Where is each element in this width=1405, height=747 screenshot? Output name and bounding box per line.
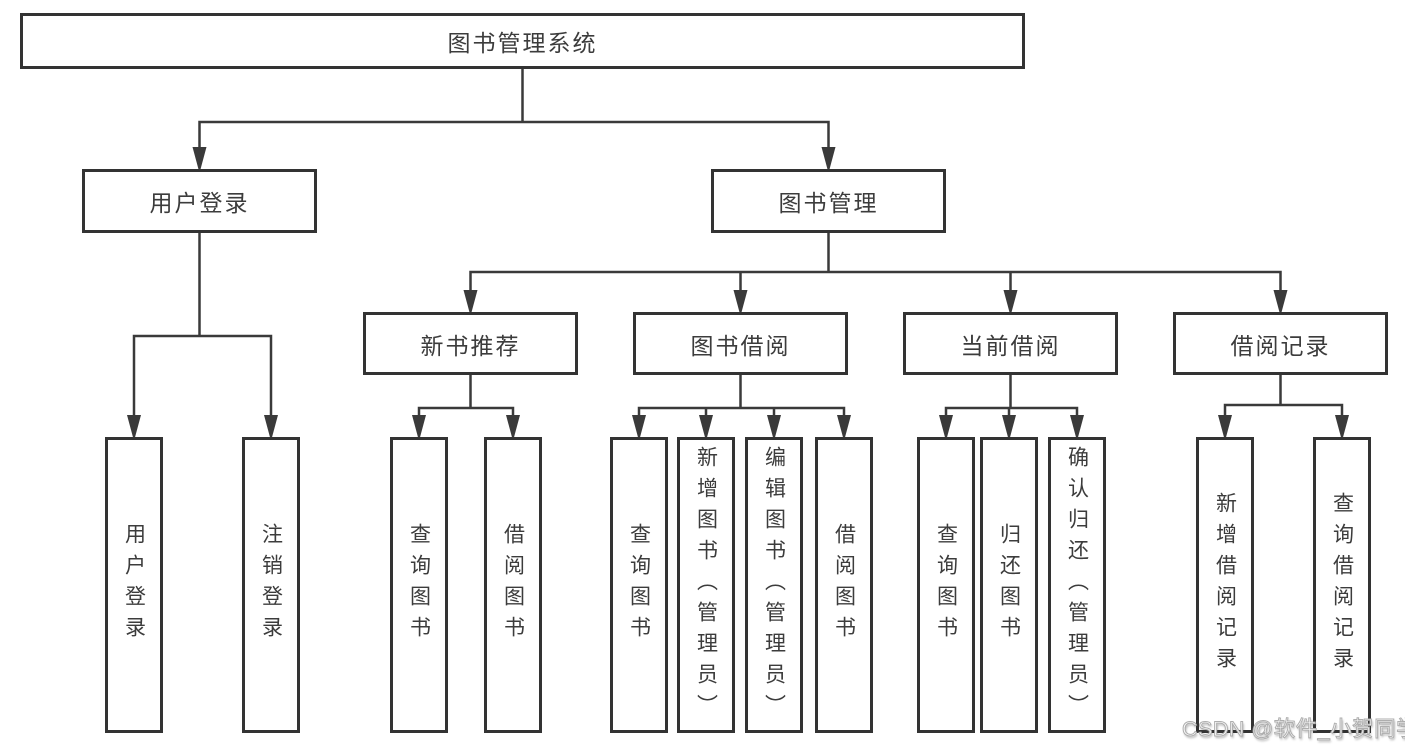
leaf-add-book-admin: 新增图书（管理员） — [677, 437, 735, 733]
leaf-query-books-borrow: 查询图书 — [610, 437, 668, 733]
leaf-confirm-return-admin-label: 确认归还（管理员） — [1065, 445, 1089, 725]
node-borrow-records-label: 借阅记录 — [1230, 332, 1331, 359]
node-library-system-label: 图书管理系统 — [447, 30, 598, 56]
node-book-borrow-label: 图书借阅 — [690, 332, 791, 359]
leaf-borrow-books-recommend-label: 借阅图书 — [501, 523, 525, 647]
leaf-user-login-label: 用户登录 — [122, 523, 146, 647]
leaf-edit-book-admin-label: 编辑图书（管理员） — [762, 445, 786, 725]
leaf-return-book: 归还图书 — [980, 437, 1038, 733]
node-book-borrow: 图书借阅 — [633, 312, 848, 375]
leaf-logout: 注销登录 — [242, 437, 300, 733]
csdn-watermark: CSDN @软件_小贺同学 — [1181, 717, 1405, 742]
node-book-management-label: 图书管理 — [778, 190, 879, 216]
leaf-add-borrow-record: 新增借阅记录 — [1196, 437, 1254, 733]
leaf-borrow-books: 借阅图书 — [815, 437, 873, 733]
node-current-borrow-label: 当前借阅 — [960, 332, 1061, 359]
leaf-logout-label: 注销登录 — [259, 523, 283, 647]
node-new-book-recommend: 新书推荐 — [363, 312, 578, 375]
leaf-borrow-books-recommend: 借阅图书 — [484, 437, 542, 733]
leaf-query-books-borrow-label: 查询图书 — [627, 523, 651, 647]
leaf-query-borrow-record-label: 查询借阅记录 — [1330, 492, 1354, 678]
node-borrow-records: 借阅记录 — [1173, 312, 1388, 375]
leaf-return-book-label: 归还图书 — [997, 523, 1021, 647]
leaf-query-books-recommend: 查询图书 — [390, 437, 448, 733]
leaf-borrow-books-label: 借阅图书 — [832, 523, 856, 647]
node-user-login: 用户登录 — [82, 169, 317, 233]
node-current-borrow: 当前借阅 — [903, 312, 1118, 375]
leaf-query-books-current-label: 查询图书 — [934, 523, 958, 647]
leaf-add-book-admin-label: 新增图书（管理员） — [694, 445, 718, 725]
node-book-management: 图书管理 — [711, 169, 946, 233]
leaf-user-login: 用户登录 — [105, 437, 163, 733]
leaf-query-borrow-record: 查询借阅记录 — [1313, 437, 1371, 733]
leaf-query-books-recommend-label: 查询图书 — [407, 523, 431, 647]
node-user-login-label: 用户登录 — [149, 190, 250, 216]
leaf-query-books-current: 查询图书 — [917, 437, 975, 733]
leaf-edit-book-admin: 编辑图书（管理员） — [745, 437, 803, 733]
leaf-confirm-return-admin: 确认归还（管理员） — [1048, 437, 1106, 733]
leaf-add-borrow-record-label: 新增借阅记录 — [1213, 492, 1237, 678]
node-library-system: 图书管理系统 — [20, 13, 1025, 69]
node-new-book-recommend-label: 新书推荐 — [420, 332, 521, 359]
